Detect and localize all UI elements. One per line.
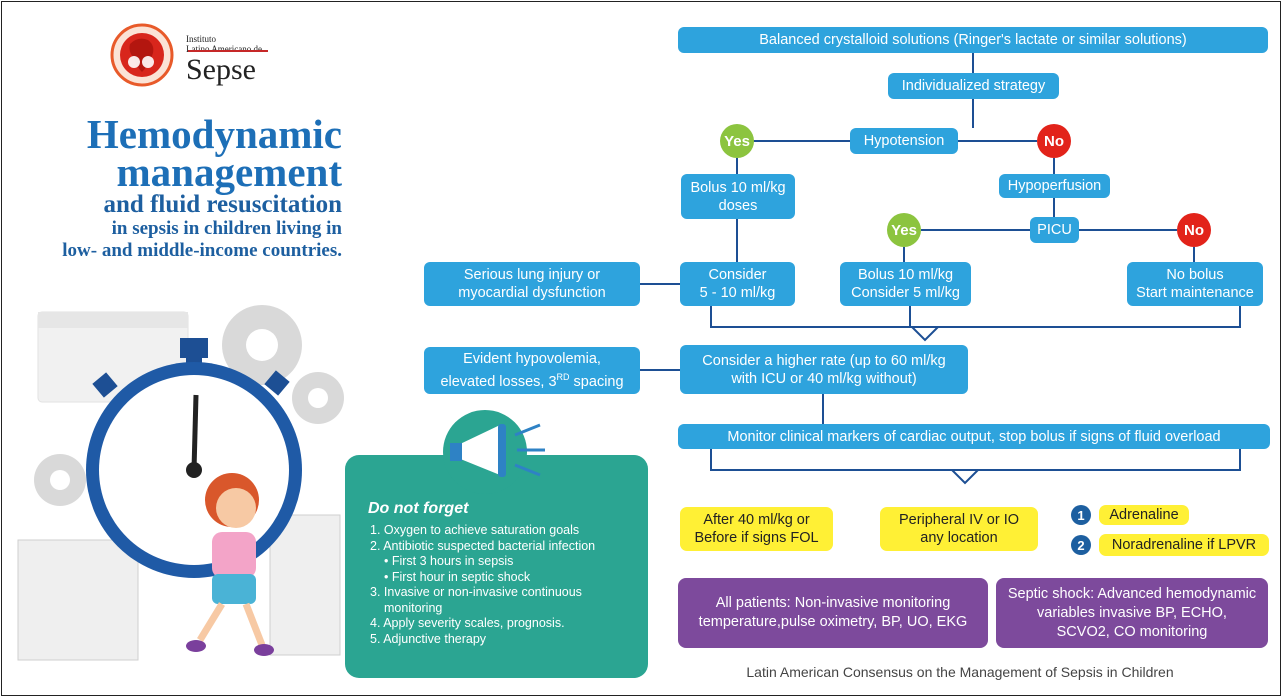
peripheral-iv-note: Peripheral IV or IO any location bbox=[880, 507, 1038, 551]
logo-underline bbox=[188, 50, 268, 52]
list-item: 2. Antibiotic suspected bacterial infect… bbox=[370, 538, 596, 553]
all-patients-box: All patients: Non-invasive monitoring te… bbox=[678, 578, 988, 648]
hypotension-yes-badge: Yes bbox=[720, 124, 754, 158]
title-line-3: and fluid resuscitation bbox=[103, 191, 342, 218]
list-item: 5. Adjunctive therapy bbox=[370, 631, 487, 646]
consider-box: Consider 5 - 10 ml/kg bbox=[680, 262, 795, 306]
crystalloid-box: Balanced crystalloid solutions (Ringer's… bbox=[678, 27, 1268, 53]
list-item: 3. Invasive or non-invasive continuous bbox=[370, 585, 582, 599]
after-40-note: After 40 ml/kg or Before if signs FOL bbox=[680, 507, 833, 551]
lung-injury-box: Serious lung injury or myocardial dysfun… bbox=[424, 262, 640, 306]
stopwatch-illustration bbox=[17, 305, 344, 661]
list-item: monitoring bbox=[384, 600, 443, 615]
title-line-4: in sepsis in children living in bbox=[111, 218, 342, 239]
bolus-doses-box: Bolus 10 ml/kg doses bbox=[681, 174, 795, 219]
picu-box: PICU bbox=[1030, 217, 1079, 243]
logo-institute-label: Instituto Latino Americano de bbox=[186, 34, 262, 54]
adrenaline-note: Adrenaline bbox=[1099, 505, 1189, 525]
title-line-2: management bbox=[116, 149, 342, 195]
picu-no-badge: No bbox=[1177, 213, 1211, 247]
list-item: 1. Oxygen to achieve saturation goals bbox=[370, 523, 580, 537]
noradrenaline-note: Noradrenaline if LPVR bbox=[1099, 534, 1269, 556]
step-2-badge: 2 bbox=[1071, 535, 1091, 555]
page-title: Hemodynamic management and fluid resusci… bbox=[30, 111, 342, 262]
picu-yes-badge: Yes bbox=[887, 213, 921, 247]
hypotension-box: Hypotension bbox=[850, 128, 958, 154]
running-girl-icon bbox=[186, 473, 274, 656]
septic-shock-box: Septic shock: Advanced hemodynamic varia… bbox=[996, 578, 1268, 648]
paper-stack-icon bbox=[17, 514, 341, 661]
list-item: 4. Apply severity scales, prognosis. bbox=[370, 616, 565, 630]
card-title: Do not forget bbox=[368, 500, 469, 517]
no-bolus-box: No bolus Start maintenance bbox=[1127, 262, 1263, 306]
higher-rate-box: Consider a higher rate (up to 60 ml/kg w… bbox=[680, 345, 968, 394]
hypoperfusion-box: Hypoperfusion bbox=[999, 174, 1110, 198]
footer-source: Latin American Consensus on the Manageme… bbox=[746, 664, 1174, 680]
step-1-badge: 1 bbox=[1071, 505, 1091, 525]
monitor-box: Monitor clinical markers of cardiac outp… bbox=[678, 424, 1270, 449]
bolus-consider-box: Bolus 10 ml/kg Consider 5 ml/kg bbox=[840, 262, 971, 306]
list-item: • First 3 hours in sepsis bbox=[384, 554, 514, 568]
title-line-5: low- and middle-income countries. bbox=[62, 240, 342, 261]
gear-icon bbox=[34, 305, 344, 506]
logo: Instituto Latino Americano de Sepse bbox=[108, 22, 278, 92]
megaphone-icon bbox=[450, 423, 545, 477]
list-item: • First hour in septic shock bbox=[384, 569, 531, 584]
megaphone-illustration bbox=[443, 410, 545, 494]
hypovolemia-box: Evident hypovolemia, elevated losses, 3R… bbox=[424, 347, 640, 394]
card-list: 1. Oxygen to achieve saturation goals 2.… bbox=[370, 523, 645, 647]
title-line-1: Hemodynamic bbox=[86, 111, 342, 157]
individualized-strategy-box: Individualized strategy bbox=[888, 73, 1059, 99]
hypotension-no-badge: No bbox=[1037, 124, 1071, 158]
society-seal-icon bbox=[110, 23, 174, 87]
logo-name: Sepse bbox=[186, 53, 256, 86]
